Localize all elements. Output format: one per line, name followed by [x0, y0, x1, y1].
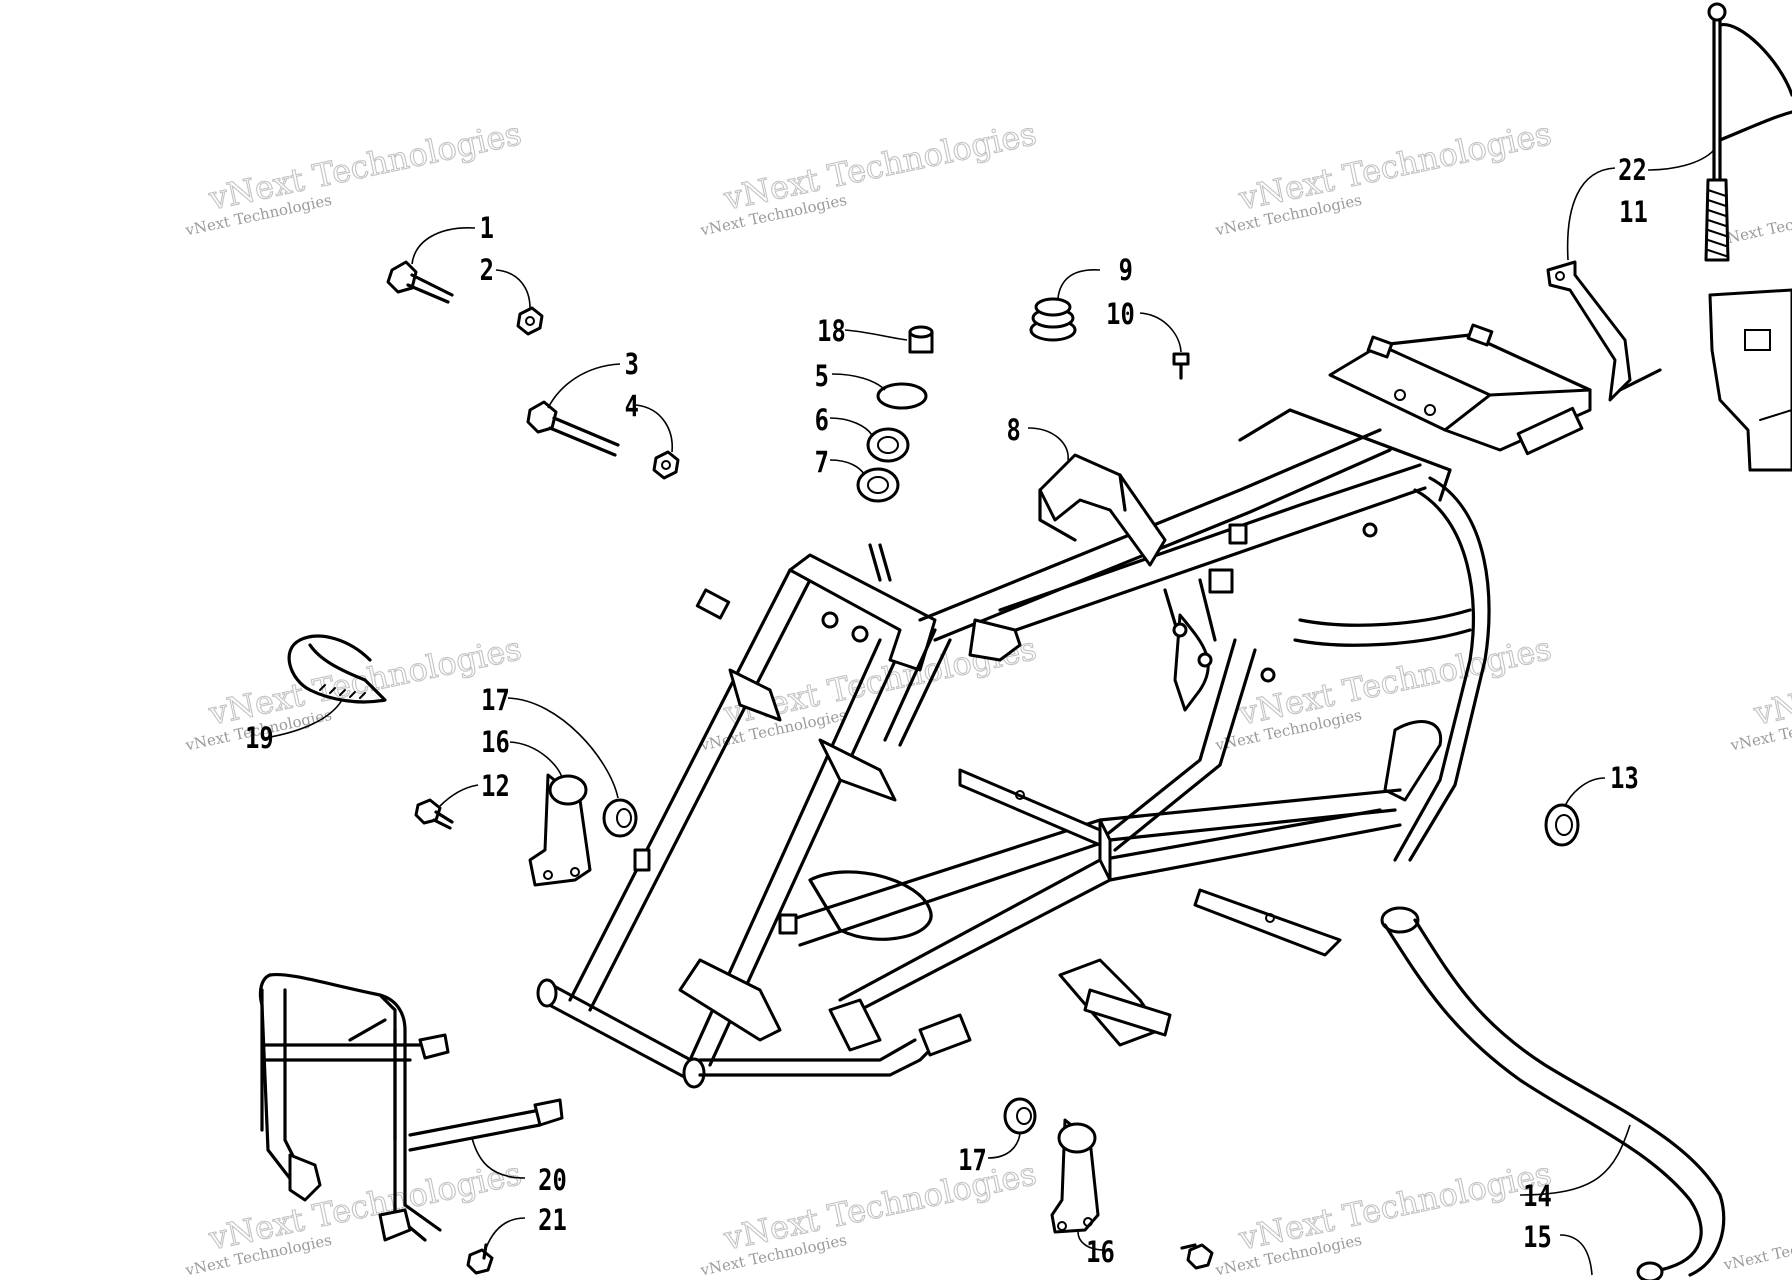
- callout-6: 6: [815, 404, 829, 438]
- watermark: vNext Technologies vNext Technologies: [1728, 629, 1792, 755]
- callout-18: 18: [817, 315, 846, 349]
- watermark: vNext Technologies vNext Technologies: [1213, 1154, 1555, 1280]
- part-link: [1050, 1118, 1100, 1234]
- callout-16: 16: [481, 726, 510, 760]
- part-bolt: [1180, 1243, 1214, 1270]
- callout-labels: 1 2 3 4 5 6 7 8 9 10 11 12 13 14 15 16 1…: [245, 154, 1648, 1270]
- leader-lines: [264, 149, 1715, 1276]
- callout-5: 5: [815, 360, 829, 394]
- callout-16: 16: [1086, 1236, 1115, 1270]
- part-bearing: [856, 467, 900, 503]
- callout-12: 12: [481, 770, 510, 804]
- part-exhaust-pipe: [1380, 906, 1726, 1280]
- part-front-bumper: [258, 972, 564, 1242]
- part-rear-rack: [1708, 288, 1792, 472]
- watermark: vNext Technologies vNext Technologies: [1213, 629, 1555, 755]
- callout-11: 11: [1619, 196, 1648, 230]
- callout-10: 10: [1106, 298, 1135, 332]
- part-bushing: [1003, 1097, 1037, 1135]
- part-bolt: [466, 1243, 494, 1275]
- watermark: vNext Technologies vNext Technologies: [1213, 114, 1555, 240]
- callout-17: 17: [481, 684, 510, 718]
- watermark: vNext Technologies vNext Technologies: [183, 114, 525, 240]
- watermark-text-large: vNext Technologies: [720, 1154, 1040, 1257]
- watermark-text-large: vNext Technologies: [1750, 629, 1792, 732]
- callout-21: 21: [538, 1204, 567, 1238]
- watermark-text: vNext Technologies: [1721, 1225, 1792, 1274]
- watermark-text-large: vNext Technologies: [1235, 114, 1555, 217]
- callout-13: 13: [1610, 762, 1639, 796]
- part-bearing: [1544, 803, 1580, 847]
- watermark-text-large: vNext Technologies: [205, 1154, 525, 1257]
- callout-2: 2: [480, 254, 494, 288]
- part-long-bolt: [526, 400, 620, 457]
- part-nut: [652, 450, 680, 480]
- callout-15: 15: [1523, 1221, 1552, 1255]
- callout-7: 7: [815, 446, 829, 480]
- part-bolt: [414, 798, 454, 830]
- part-bushing: [908, 325, 934, 354]
- callout-19: 19: [245, 722, 274, 756]
- callout-3: 3: [625, 348, 639, 382]
- part-bushing: [602, 798, 638, 838]
- main-frame: [536, 323, 1592, 1089]
- part-grommet: [1029, 297, 1077, 342]
- watermark-text-large: vNext Technologies: [720, 114, 1040, 217]
- callout-1: 1: [480, 212, 494, 246]
- callout-22: 22: [1618, 154, 1647, 188]
- watermark-text-large: vNext Technologies: [1235, 1154, 1555, 1257]
- watermark: vNext Technologies: [1721, 1225, 1792, 1274]
- callout-4: 4: [625, 390, 639, 424]
- watermark: vNext Technologies vNext Technologies: [183, 629, 525, 755]
- watermark-text-large: vNext Technologies: [205, 114, 525, 217]
- callout-14: 14: [1523, 1180, 1552, 1214]
- watermark: vNext Technologies vNext Technologies: [698, 114, 1040, 240]
- callout-8: 8: [1007, 414, 1021, 448]
- part-screw: [1172, 352, 1190, 380]
- part-bolt: [386, 260, 454, 304]
- part-bearing: [866, 427, 910, 463]
- part-snap-ring: [876, 382, 928, 410]
- part-nut: [516, 306, 544, 336]
- part-link: [528, 773, 592, 887]
- callout-17: 17: [958, 1144, 987, 1178]
- part-bracket: [1546, 260, 1662, 402]
- watermark: vNext Technologies vNext Technologies: [698, 1154, 1040, 1280]
- callout-20: 20: [538, 1164, 567, 1198]
- part-flag-pole: [1704, 2, 1792, 262]
- callout-9: 9: [1119, 254, 1133, 288]
- part-wire-harness: [287, 634, 387, 704]
